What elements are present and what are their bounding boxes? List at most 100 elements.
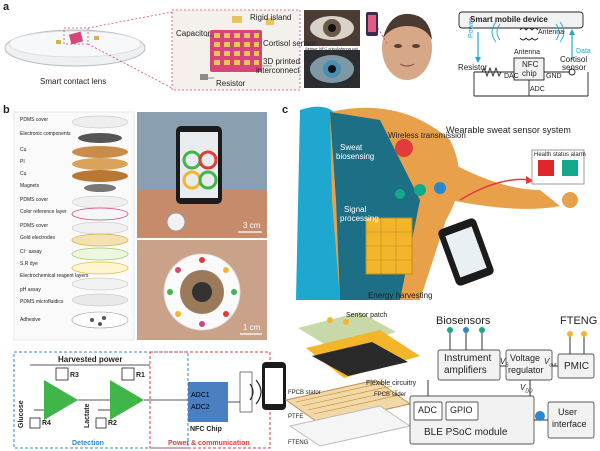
exploded-layer-stack xyxy=(13,111,135,341)
rigid-island-label: Rigid island xyxy=(250,13,292,22)
alarm-green xyxy=(562,160,578,176)
sweat-biosensing-label-2: biosensing xyxy=(336,152,375,161)
instrument-label-1: Instrument xyxy=(444,353,492,364)
opamp-lactate xyxy=(110,380,144,420)
ble-psoc-label: BLE PSoC module xyxy=(424,427,508,438)
sensor-pads xyxy=(214,33,259,65)
sensor-closeup-photo xyxy=(137,240,267,340)
detection-label: Detection xyxy=(72,440,104,447)
r4-label: R4 xyxy=(42,420,51,427)
voltage-label-1: Voltage xyxy=(510,353,541,363)
sensor-icon-red xyxy=(395,139,413,157)
nfc-schematic xyxy=(13,351,271,449)
layer-label-14: PDMS microfluidics xyxy=(20,299,64,305)
flexible-circuitry-label: Flexible circuitry xyxy=(366,380,417,387)
antenna-bottom-label: Antenna xyxy=(514,49,541,56)
user-interface-label-2: interface xyxy=(552,419,587,429)
adc1-label: ADC1 xyxy=(191,392,210,399)
vout-label: Vout xyxy=(544,357,557,369)
layer-label-7: Color reference layer xyxy=(20,209,67,215)
layer-label-1: Electronic components xyxy=(20,131,71,137)
bluetooth-icon-body xyxy=(434,182,446,194)
adc-label: ADC xyxy=(530,86,545,93)
layer-label-12: Electrochemical reagent layers xyxy=(20,273,89,279)
capacitor-label: Capacitor xyxy=(176,29,211,38)
sensor-zoom-panel xyxy=(171,9,301,91)
dac-label: DAC xyxy=(504,73,519,80)
data-label: Data xyxy=(576,48,591,55)
energy-harvesting-label: Energy harvesting xyxy=(368,291,433,300)
lens-chip xyxy=(68,31,84,45)
layer-label-8: PDMS cover xyxy=(20,223,49,229)
fpcb-slider-label: FPCB slider xyxy=(374,392,407,398)
voltage-regulator-block xyxy=(505,349,553,381)
nfc-chip-label-1: NFC xyxy=(522,60,539,69)
instrument-label-2: amplifiers xyxy=(444,365,487,376)
resistor-circuit-label: Resistor xyxy=(458,63,488,72)
panel-c-letter: c xyxy=(282,104,289,116)
layer-label-4: Cu xyxy=(20,171,27,177)
sensor-icon-green xyxy=(414,184,426,196)
voltage-label-2: regulator xyxy=(508,365,544,375)
r3-label: R3 xyxy=(70,372,79,379)
scale-arm: 3 cm xyxy=(243,221,261,230)
vdd-label: VDD xyxy=(520,383,533,395)
adc-c-block xyxy=(413,401,443,421)
pmic-label: PMIC xyxy=(564,361,589,372)
layer-label-9: Gold electrodes xyxy=(20,235,56,241)
panel-c-title: Wearable sweat sensor system xyxy=(446,125,571,135)
signal-processing-label-2: processing xyxy=(340,214,379,223)
ptfe-label: PTFE xyxy=(288,414,304,420)
cortisol-circuit-label-1: Cortisol xyxy=(560,55,588,64)
resistor-label: Resistor xyxy=(216,79,246,88)
cortisol-sensor-label: Cortisol sensor xyxy=(263,39,317,48)
adc-c-label: ADC xyxy=(418,405,438,415)
contact-lens-label: Smart contact lens xyxy=(40,77,107,86)
layer-label-13: pH assay xyxy=(20,287,41,293)
layer-label-15: Adhesive xyxy=(20,317,41,323)
wireless-transmission-label: Wireless transmission xyxy=(388,131,466,140)
layer-label-5: Magnets xyxy=(20,183,40,189)
smart-device-label: Smart mobile device xyxy=(470,15,548,24)
fteng-label: FTENG xyxy=(288,440,309,446)
zoom-box-small xyxy=(63,27,89,45)
sensor-patch-illustration xyxy=(298,312,420,378)
r1-label: R1 xyxy=(136,372,145,379)
layer-label-0: PDMS cover xyxy=(20,117,49,123)
layer-label-10: Cl⁻ assay xyxy=(20,249,42,255)
layer-label-6: PDMS cover xyxy=(20,197,49,203)
scale-sensor: 1 cm xyxy=(243,323,261,332)
eye-photos xyxy=(304,10,360,88)
layer-label-3: PI xyxy=(20,159,25,165)
human-head xyxy=(382,13,432,80)
gpio-label: GPIO xyxy=(450,405,473,415)
bluetooth-icon-ble xyxy=(535,411,545,421)
nfc-chip-label-2: chip xyxy=(522,69,537,78)
cortisol-circuit-label-2: sensor xyxy=(562,63,587,72)
opamp-glucose xyxy=(44,380,78,420)
instrument-amplifiers-block xyxy=(437,349,501,381)
nfc-circuit-diagram xyxy=(458,11,589,97)
power-comm-label: Power & communication xyxy=(168,440,250,447)
alarm-arrow xyxy=(459,178,531,201)
health-alarm-label: Health status alarm xyxy=(534,152,586,158)
layer-label-11: S.R dye xyxy=(20,261,38,267)
alarm-red xyxy=(538,160,554,176)
harvested-power-label: Harvested power xyxy=(58,355,123,364)
nfc-chip-b-label: NFC Chip xyxy=(190,426,222,433)
vs-label: VS xyxy=(500,357,509,369)
sensor-patch-label: Sensor patch xyxy=(346,312,388,319)
wireless-phone-b xyxy=(249,362,286,410)
panel-a-letter: a xyxy=(3,1,10,13)
gpio-block xyxy=(445,401,479,421)
adc-block xyxy=(188,382,228,422)
eye-label-nfc: NFC chip xyxy=(319,46,336,51)
interconnect-label-2: interconnect xyxy=(256,66,300,75)
fteng-block-label: FTENG xyxy=(560,315,598,327)
signal-processing-label-1: Signal xyxy=(344,205,367,214)
sweat-biosensing-label-1: Sweat xyxy=(340,143,363,152)
arm-phone-photo xyxy=(137,112,267,238)
